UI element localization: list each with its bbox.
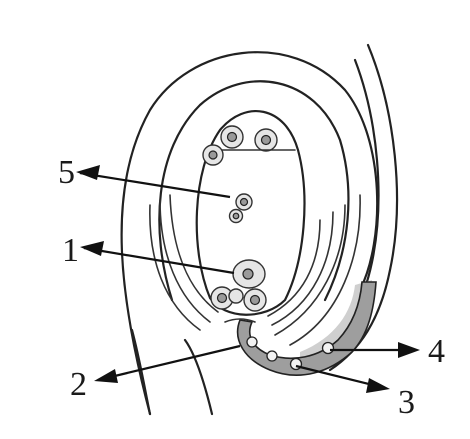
arrow-5 (76, 165, 231, 199)
integument-layer-right-4 (289, 194, 361, 346)
integument-layer-left-1 (149, 204, 201, 331)
stalk-left-line (130, 328, 152, 416)
arrow-1 (80, 241, 235, 275)
egg-apparatus (210, 259, 267, 312)
integument-layer-left-2 (159, 199, 211, 323)
label-3: 3 (398, 384, 415, 421)
label-1: 1 (62, 232, 79, 269)
antipodal-cells (202, 125, 296, 166)
integument-layer-right-3 (267, 219, 321, 317)
label-5: 5 (58, 154, 75, 191)
integument-layer-left-3 (169, 194, 219, 313)
arrow-4 (330, 342, 420, 358)
label-2: 2 (70, 366, 87, 403)
outer-integument (120, 51, 379, 416)
pollen-tube (236, 280, 377, 376)
integument-layer-right-1 (274, 204, 346, 336)
arrow-2 (94, 344, 241, 383)
stalk-right-line (183, 338, 214, 416)
arrow-3 (295, 364, 390, 393)
micropyle-line (224, 318, 256, 323)
label-4: 4 (428, 333, 445, 370)
integument-layer-right-2 (271, 211, 334, 326)
inner-integument (158, 80, 350, 302)
polar-nuclei (228, 193, 253, 224)
